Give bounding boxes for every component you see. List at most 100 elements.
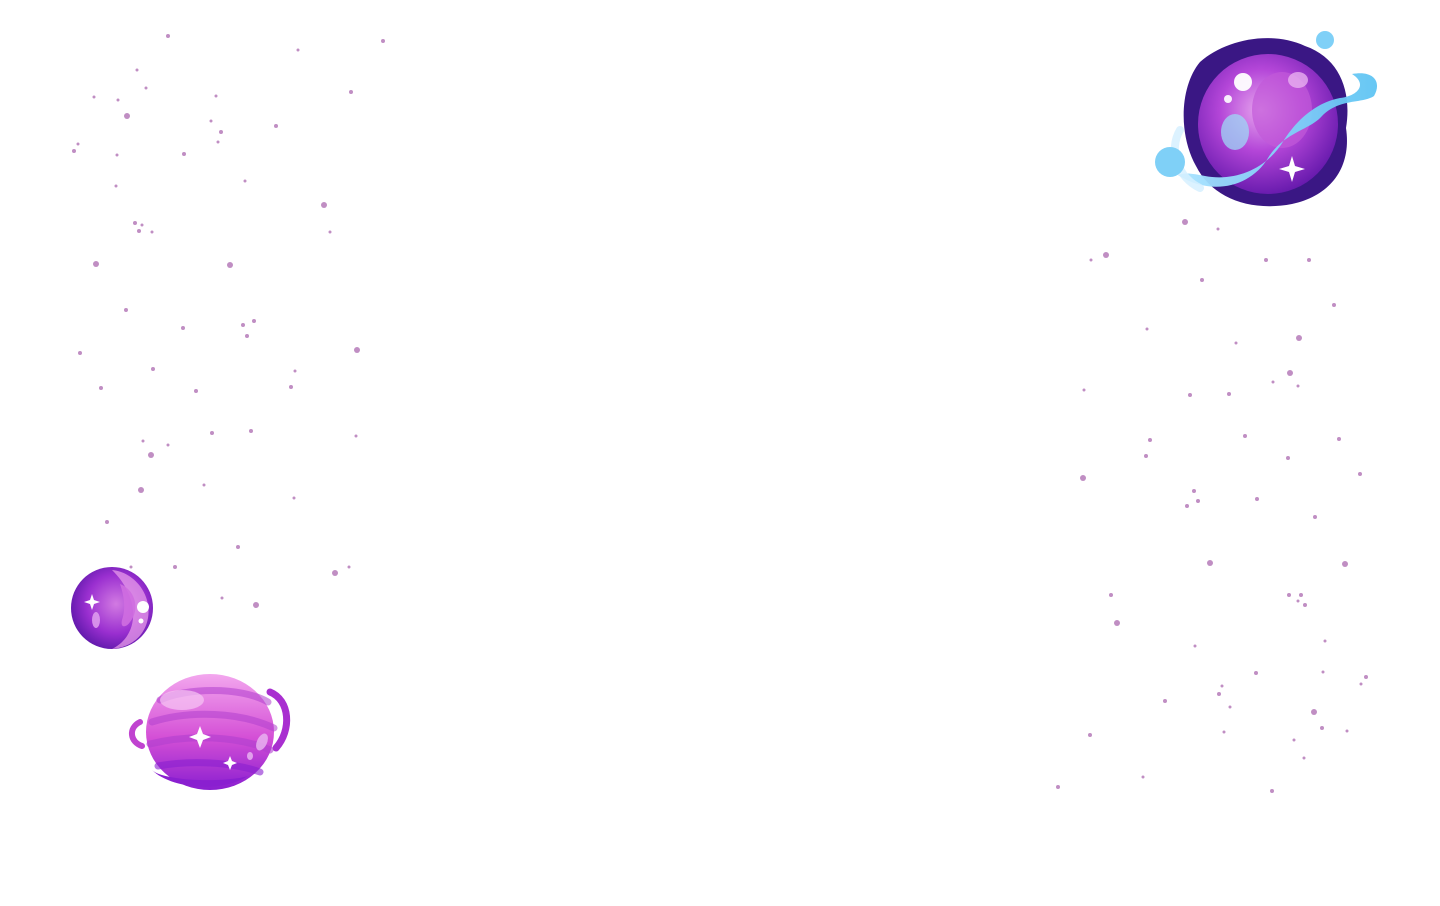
small-purple-planet [71, 567, 153, 649]
star-dot [216, 140, 220, 144]
star-dot [133, 221, 137, 225]
star-dot [1323, 639, 1327, 643]
star-dot [1311, 709, 1317, 715]
star-dot [116, 98, 120, 102]
star-dot [293, 369, 297, 373]
star-dot [1234, 341, 1238, 345]
star-dot [144, 86, 148, 90]
star-dot [1185, 504, 1189, 508]
star-dot [76, 142, 80, 146]
star-dot [1345, 729, 1349, 733]
star-dot [182, 152, 186, 156]
star-dot [1103, 252, 1109, 258]
star-dot [1292, 738, 1296, 742]
star-dot [194, 389, 198, 393]
star-dot [214, 94, 218, 98]
star-dot [1286, 456, 1290, 460]
star-dot [105, 520, 109, 524]
star-dot [1264, 258, 1268, 262]
star-dot [1222, 730, 1226, 734]
star-dot [1321, 670, 1325, 674]
star-dot [137, 229, 141, 233]
star-dot [236, 545, 240, 549]
star-dot [1228, 705, 1232, 709]
star-dot [1188, 393, 1192, 397]
star-dot [1364, 675, 1368, 679]
star-dot [1270, 789, 1274, 793]
star-dot [1296, 335, 1302, 341]
star-dot [1196, 499, 1200, 503]
star-dot [209, 119, 213, 123]
star-dot [243, 179, 247, 183]
star-dot [354, 347, 360, 353]
star-dot [1192, 489, 1196, 493]
star-dot [138, 487, 144, 493]
star-dot [1271, 380, 1275, 384]
star-dot [321, 202, 327, 208]
star-dot [1109, 593, 1113, 597]
star-dot [129, 565, 133, 569]
star-dot [1287, 593, 1291, 597]
star-dot [1296, 599, 1300, 603]
star-dot [332, 570, 338, 576]
star-dot [252, 319, 256, 323]
star-dot [328, 230, 332, 234]
star-dot [292, 496, 296, 500]
star-dot [347, 565, 351, 569]
star-dot [1342, 561, 1348, 567]
star-dot [249, 429, 253, 433]
star-dot [1302, 756, 1306, 760]
wavy-purple-planet [1155, 31, 1378, 207]
star-dot [93, 261, 99, 267]
star-dot [349, 90, 353, 94]
star-dot [227, 262, 233, 268]
star-dot [92, 95, 96, 99]
star-dot [1145, 327, 1149, 331]
star-dot [1220, 684, 1224, 688]
star-dot [1080, 475, 1086, 481]
star-dot [210, 431, 214, 435]
star-dot [1089, 258, 1093, 262]
star-dot [1141, 775, 1145, 779]
star-dot [135, 68, 139, 72]
star-dot [72, 149, 76, 153]
star-dot [1148, 438, 1152, 442]
star-dot [148, 452, 154, 458]
star-dot [1254, 671, 1258, 675]
star-dot [381, 39, 385, 43]
star-dot [141, 439, 145, 443]
star-dot [1056, 785, 1060, 789]
star-dot [1163, 699, 1167, 703]
star-dot [1182, 219, 1188, 225]
star-dot [1216, 227, 1220, 231]
star-dot [1337, 437, 1341, 441]
star-dot [1299, 593, 1303, 597]
star-dot [1200, 278, 1204, 282]
star-dot [1296, 384, 1300, 388]
star-dot [115, 153, 119, 157]
star-dot [274, 124, 278, 128]
star-dot [1313, 515, 1317, 519]
star-dot [220, 596, 224, 600]
star-dot [1287, 370, 1293, 376]
star-dot [166, 34, 170, 38]
star-dot [1082, 388, 1086, 392]
star-dot [151, 367, 155, 371]
star-dot [1088, 733, 1092, 737]
star-dot [245, 334, 249, 338]
star-dot [354, 434, 358, 438]
star-dot [166, 443, 170, 447]
star-field [72, 34, 1368, 793]
star-dot [289, 385, 293, 389]
star-dot [202, 483, 206, 487]
star-dot [1332, 303, 1336, 307]
star-dot [1193, 644, 1197, 648]
star-dot [1255, 497, 1259, 501]
star-dot [99, 386, 103, 390]
star-dot [181, 326, 185, 330]
star-dot [1359, 682, 1363, 686]
star-dot [1114, 620, 1120, 626]
star-dot [150, 230, 154, 234]
star-dot [1217, 692, 1221, 696]
star-dot [296, 48, 300, 52]
